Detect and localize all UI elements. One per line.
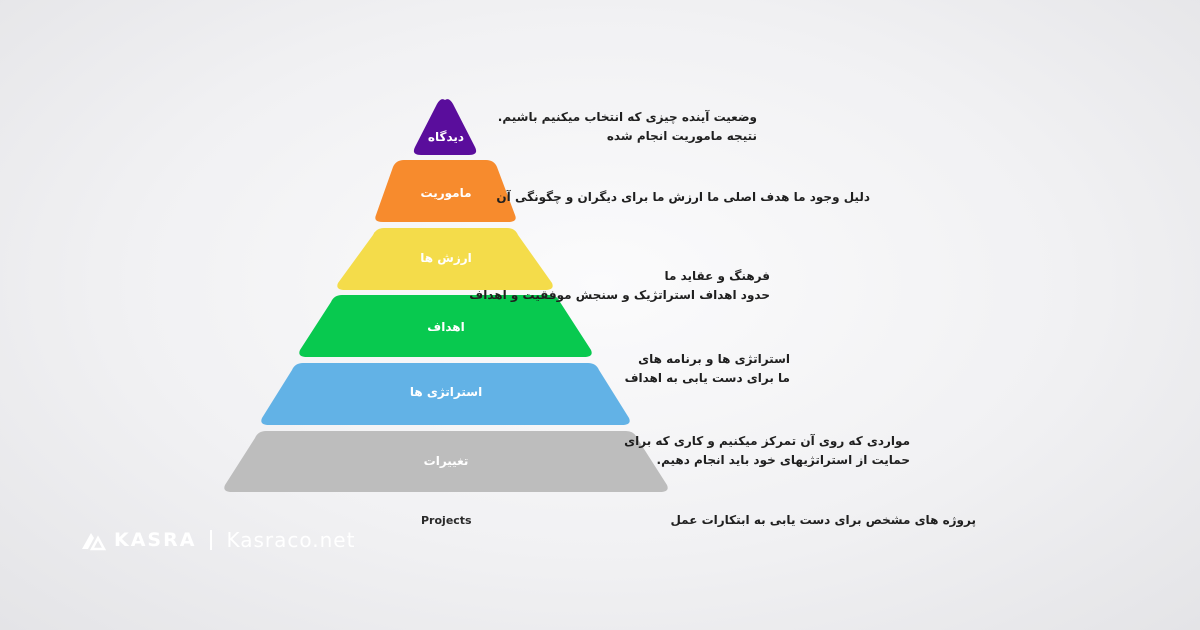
tier-description: دلیل وجود ما هدف اصلی ما ارزش ما برای دی… <box>496 188 870 207</box>
tier-label: اهداف <box>427 320 465 334</box>
kasra-logo: KASRA <box>80 529 196 551</box>
brand-site: Kasraco.net <box>226 528 356 552</box>
pyramid-tier-1 <box>413 99 477 155</box>
pyramid-tier-4 <box>299 295 592 357</box>
tier-description-line: نتیجه ماموریت انجام شده <box>606 129 757 143</box>
brand-name: KASRA <box>114 529 197 551</box>
tier-description-line: ما برای دست یابی به اهداف <box>624 371 790 385</box>
tier-description: فرهنگ و عقاید ما حدود اهداف استراتژیک و س… <box>469 267 770 305</box>
tier-description-line: حدود اهداف استراتژیک و سنجش موفقیت و اهد… <box>469 288 770 302</box>
tier-label: تغییرات <box>423 454 469 468</box>
tier-description-line: حمایت از استراتژیهای خود باید انجام دهیم… <box>656 453 910 467</box>
pyramid-tier-2 <box>375 160 516 222</box>
tier-description: استراتژی ها و برنامه های ما برای دست یابی… <box>625 350 790 388</box>
projects-description: پروژه های مشخص برای دست یابی به ابتکارات… <box>670 513 976 527</box>
tier-label: ماموریت <box>420 186 472 200</box>
tier-description-line: دلیل وجود ما هدف اصلی ما ارزش ما برای دی… <box>496 190 870 204</box>
tier-description-line: استراتژی ها و برنامه های <box>638 352 790 366</box>
pyramid-tier-3 <box>337 228 553 290</box>
tier-label: دیدگاه <box>427 130 465 144</box>
tier-label: استراتژی ها <box>409 385 483 399</box>
pyramid-tier-6 <box>224 431 668 492</box>
tier-label: ارزش ها <box>420 251 472 265</box>
tier-description-line: مواردی که روی آن تمرکز میکنیم و کاری که … <box>624 434 910 448</box>
tier-description: وضعیت آینده چیزی که انتخاب میکنیم باشیم.… <box>498 108 757 146</box>
tier-description-line: وضعیت آینده چیزی که انتخاب میکنیم باشیم. <box>497 110 757 124</box>
projects-label: Projects <box>421 514 472 527</box>
brand-divider <box>210 530 213 550</box>
brand-watermark: KASRA Kasraco.net <box>80 528 355 552</box>
pyramid-tier-5 <box>261 363 630 425</box>
tier-description: مواردی که روی آن تمرکز میکنیم و کاری که … <box>624 432 910 470</box>
kasra-logo-icon <box>82 533 106 551</box>
tier-description-line: فرهنگ و عقاید ما <box>664 269 770 283</box>
